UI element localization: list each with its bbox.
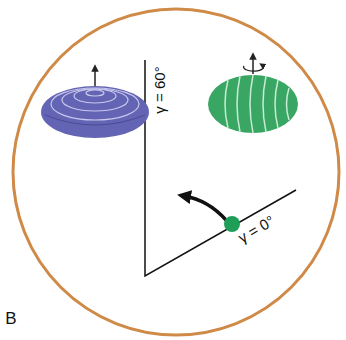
frame-circle	[13, 9, 339, 335]
prolate-shape	[208, 56, 298, 133]
axis-label: γ = 60°	[152, 66, 167, 113]
panel-letter: B	[5, 310, 16, 327]
axis-label: γ = 0°	[235, 213, 276, 245]
curved-arrow	[184, 196, 226, 220]
oblate-shape	[41, 68, 149, 138]
